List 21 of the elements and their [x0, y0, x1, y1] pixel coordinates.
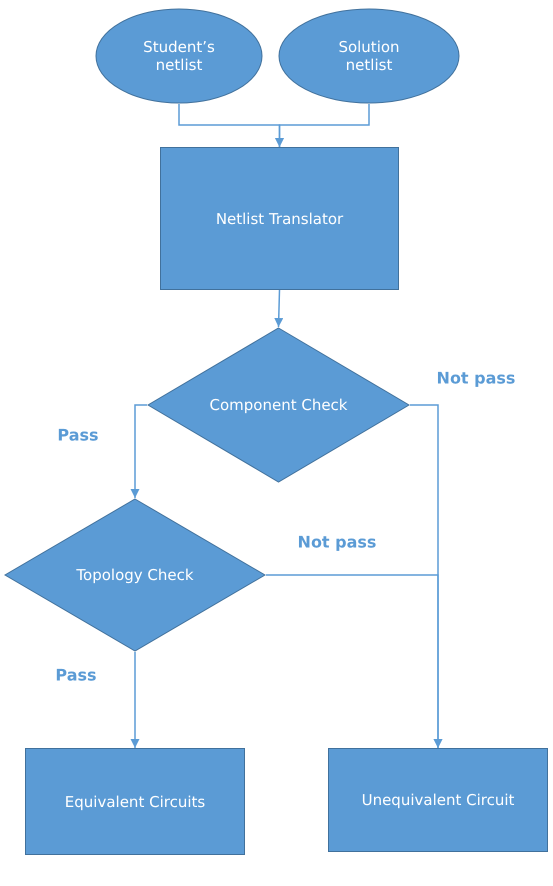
ellipse-node [95, 8, 263, 104]
edge-label: Not pass [436, 368, 516, 388]
decision-diamond [147, 327, 410, 483]
node-label: Topology Check [75, 566, 195, 584]
edge-label: Not pass [298, 532, 376, 552]
arrow [274, 290, 284, 328]
arrow [266, 574, 442, 748]
process-box [25, 748, 245, 855]
process-box [160, 147, 399, 290]
process-box [328, 748, 548, 852]
node-label: Netlist Translator [214, 210, 344, 228]
node-label: Unequivalent Circuit [360, 791, 516, 809]
arrow [130, 652, 140, 748]
node-label: Student’s netlist [142, 38, 216, 74]
decision-diamond [4, 498, 266, 652]
ellipse-node [278, 8, 460, 104]
node-label: Solution netlist [337, 38, 401, 74]
arrow [130, 404, 147, 498]
arrow [275, 104, 370, 147]
node-label: Component Check [208, 396, 348, 414]
node-label: Equivalent Circuits [64, 792, 206, 810]
